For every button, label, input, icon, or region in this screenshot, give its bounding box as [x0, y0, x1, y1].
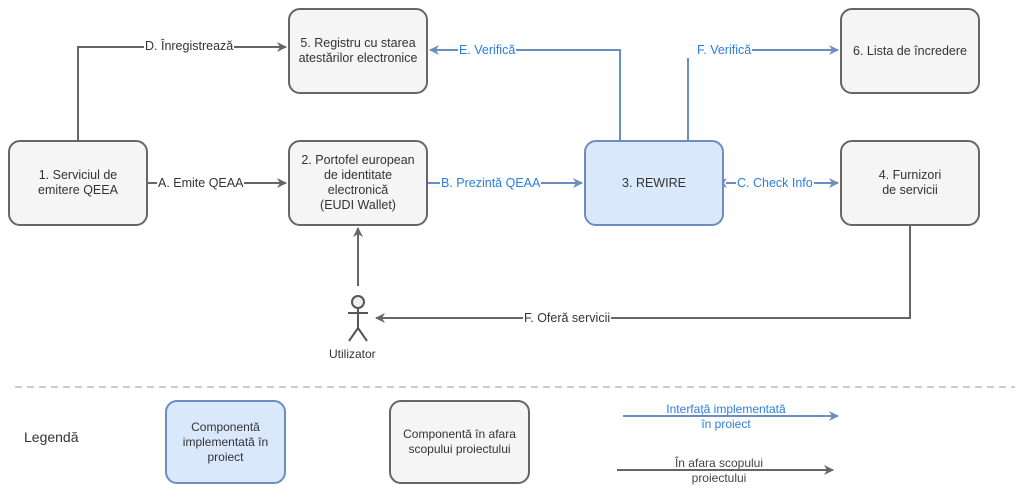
node-providers[interactable]: 4. Furnizori de servicii [840, 140, 980, 226]
edge-e-label: E. Verifică [458, 43, 517, 58]
edge-d-line [77, 42, 287, 140]
legend-outside-component: Componentă în afara scopului proiectului [389, 400, 530, 484]
edge-f-offer-line [375, 226, 911, 323]
node-wallet-label: 2. Portofel european de identitate elect… [301, 153, 415, 212]
node-registry-label: 5. Registru cu starea atestărilor electr… [298, 36, 418, 65]
node-trust-list-label: 6. Lista de încredere [853, 43, 967, 58]
node-registry[interactable]: 5. Registru cu starea atestărilor electr… [288, 8, 428, 94]
edge-f-verify-label: F. Verifică [685, 43, 753, 58]
node-rewire[interactable]: 3. REWIRE [584, 140, 724, 226]
edge-a-label: A. Emite QEAA [157, 176, 245, 191]
legend-implemented-component-label: Componentă implementată în proiect [182, 419, 269, 464]
node-trust-list[interactable]: 6. Lista de încredere [840, 8, 980, 94]
node-issuer-label: 1. Serviciul de emitere QEEA [38, 168, 118, 197]
edge-b-label: B. Prezintă QEAA [440, 176, 542, 191]
legend-implemented-interface-label: Interfață implementată în proiect [666, 402, 786, 431]
edge-d-label: D. Înregistrează [144, 39, 235, 54]
legend-outside-interface-label: În afara scopului proiectului [674, 456, 764, 485]
actor-icon [348, 295, 368, 342]
node-rewire-label: 3. REWIRE [622, 175, 686, 190]
node-providers-label: 4. Furnizori de servicii [878, 168, 942, 197]
actor-label: Utilizator [329, 347, 376, 361]
legend-implemented-component: Componentă implementată în proiect [165, 400, 286, 484]
node-wallet[interactable]: 2. Portofel european de identitate elect… [288, 140, 428, 226]
legend-outside-component-label: Componentă în afara scopului proiectului [403, 427, 516, 456]
edge-f-offer-label: F. Oferă servicii [523, 311, 612, 326]
node-issuer[interactable]: 1. Serviciul de emitere QEEA [8, 140, 148, 226]
edge-c-label: C. Check Info [736, 176, 814, 191]
edge-e-line [429, 45, 621, 140]
edge-f-verify-line [687, 45, 839, 140]
legend-title: Legendă [24, 429, 79, 445]
